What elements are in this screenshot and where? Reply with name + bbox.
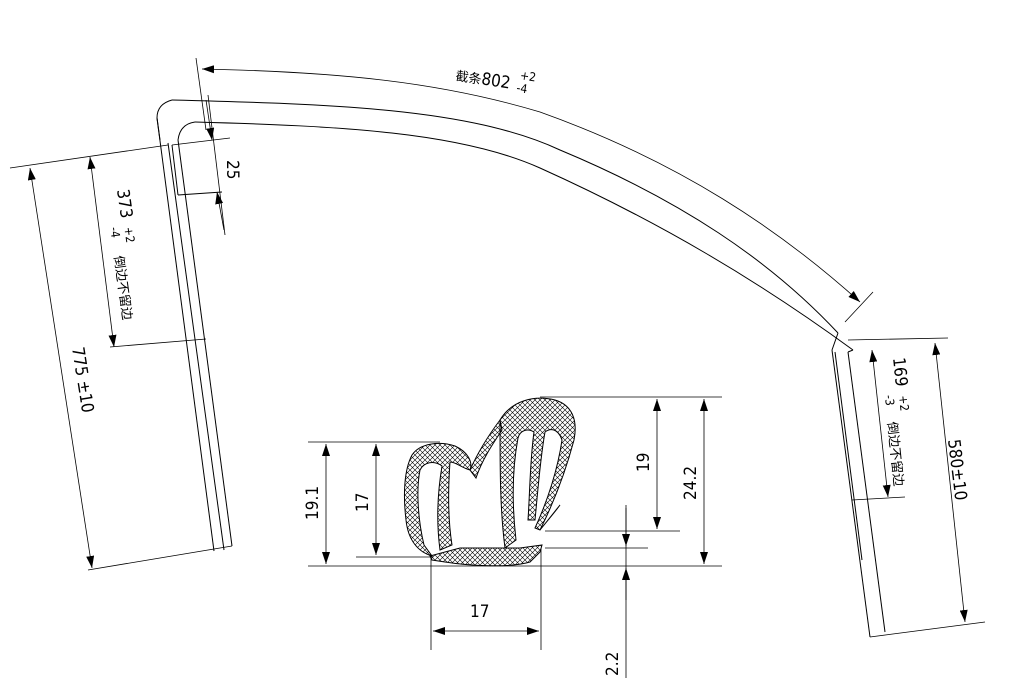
left-dimensions: 775 ±10 373 -4 +2 倒边不留边 (9, 144, 169, 569)
right-dimensions: 580±10 169 -3 +2 倒边不留边 (847, 337, 970, 623)
dim-169: 169 -3 +2 倒边不留边 (877, 356, 923, 487)
dim-580: 580±10 (943, 438, 970, 501)
left-small-dimension: 25 (171, 94, 242, 236)
strip-outline (87, 99, 986, 638)
dim-17-vertical: 17 (353, 493, 373, 512)
dim-25: 25 (222, 160, 242, 179)
dim-775: 775 ±10 (67, 346, 97, 415)
arc-dimension: 截条802 -4 +2 (195, 57, 874, 323)
section-dimensions: 19.1 17 19 24.2 17 2.2 (303, 396, 722, 678)
cross-section-profile (403, 397, 576, 567)
dim-373: 373 -4 +2 倒边不留边 (101, 188, 152, 321)
dim-17-horizontal: 17 (470, 602, 489, 622)
dim-19: 19 (634, 453, 654, 472)
dim-24-2: 24.2 (681, 466, 701, 500)
dim-2-2: 2.2 (603, 652, 623, 676)
dim-19-1: 19.1 (303, 486, 323, 520)
arc-length-label: 截条802 -4 +2 (454, 58, 537, 99)
